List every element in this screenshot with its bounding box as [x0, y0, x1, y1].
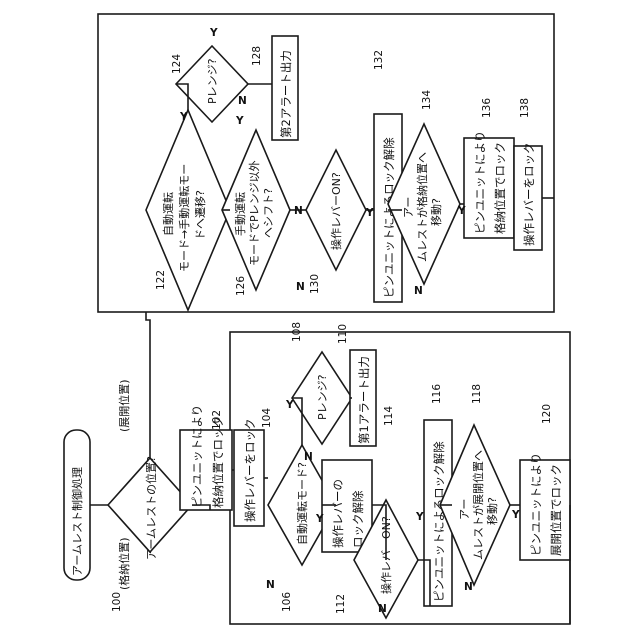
ref-112: 112 — [335, 594, 347, 614]
decision-134-line2: ムレストが格納位置へ — [415, 152, 429, 262]
label-stowed: (格納位置) — [117, 537, 131, 590]
box-116-text: ピンユニットによるロック解除 — [432, 441, 446, 602]
box-120-line1: ピンユニットにより — [529, 453, 543, 556]
ref-110: 110 — [337, 324, 349, 344]
label-124-no: N — [238, 95, 247, 107]
decision-122-line2: モード→手動運転モー — [177, 164, 191, 272]
label-114-yes: Y — [415, 511, 424, 523]
box-128-text: 第2アラート出力 — [279, 50, 293, 138]
ref-138: 138 — [519, 98, 531, 118]
label-114-no: N — [378, 603, 387, 615]
ref-100: 100 — [111, 592, 123, 612]
decision-106-text: 自動運転モード? — [295, 462, 309, 545]
ref-126: 126 — [235, 276, 247, 296]
decision-118-line1: アー — [458, 499, 471, 520]
box-102-line1: ピンユニットにより — [190, 405, 204, 508]
decision-118-line3: 移動? — [485, 497, 499, 525]
ref-118: 118 — [471, 384, 483, 404]
label-106-no: N — [266, 579, 275, 591]
ref-106: 106 — [281, 592, 293, 612]
ref-130: 130 — [309, 274, 321, 294]
decision-126-line2: モードでPレンジ以外 — [248, 160, 261, 266]
ref-104: 104 — [261, 408, 273, 428]
label-108-no: N — [304, 451, 313, 463]
box-136-line1: ピンユニットにより — [473, 131, 487, 234]
ref-132: 132 — [373, 50, 385, 70]
label-118-yes: Y — [511, 509, 520, 521]
decision-134-line1: アー — [402, 197, 415, 218]
label-134-yes: Y — [457, 205, 466, 217]
decision-108-text: Pレンジ? — [316, 374, 329, 420]
decision-118-line2: ムレストが展開位置へ — [471, 450, 485, 560]
label-126-no: N — [294, 205, 303, 217]
label-118-no: N — [464, 581, 473, 593]
decision-130-text: 操作レバーON? — [329, 172, 343, 250]
label-124-yes: Y — [209, 27, 218, 39]
decision-122-line1: 自動運転 — [161, 192, 175, 236]
label-108-yes: Y — [285, 399, 294, 411]
box-112-line1: 操作レバーの — [331, 479, 345, 548]
box-104-text: 操作レバーをロック — [243, 419, 257, 523]
ref-128: 128 — [251, 46, 263, 66]
ref-136: 136 — [481, 98, 493, 118]
box-110-text: 第1アラート出力 — [357, 356, 371, 444]
decision-124-text: Pレンジ? — [206, 58, 219, 104]
ref-122: 122 — [155, 270, 167, 290]
decision-134-line3: 移動? — [429, 198, 443, 226]
label-122-yes: Y — [179, 111, 188, 123]
label-134-no: N — [414, 285, 423, 297]
ref-124: 124 — [171, 54, 183, 74]
label-124-no-2: Y — [235, 115, 244, 127]
box-120-line2: 展開位置でロック — [549, 464, 563, 556]
decision-100-text: アームレストの位置? — [144, 456, 158, 560]
decision-126-line1: 手動運転 — [233, 192, 247, 236]
ref-114: 114 — [383, 406, 395, 426]
box-112-line2: ロック解除 — [351, 490, 365, 548]
label-130-no: N — [296, 281, 305, 293]
label-106-yes: Y — [315, 513, 324, 525]
label-130-yes: Y — [365, 207, 374, 219]
ref-134: 134 — [421, 90, 433, 110]
box-136-line2: 格納位置でロック — [493, 142, 507, 234]
decision-126-line3: へシフト? — [262, 188, 275, 238]
ref-120: 120 — [541, 404, 553, 424]
box-138-text: 操作レバーをロック — [522, 143, 536, 247]
title-text: アームレスト制御処理 — [70, 467, 84, 576]
ref-108: 108 — [291, 322, 303, 342]
decision-122-line3: ドへ遷移? — [194, 190, 207, 240]
ref-102: 102 — [211, 410, 223, 430]
ref-116: 116 — [431, 384, 443, 404]
label-deployed: (展開位置) — [117, 379, 131, 432]
